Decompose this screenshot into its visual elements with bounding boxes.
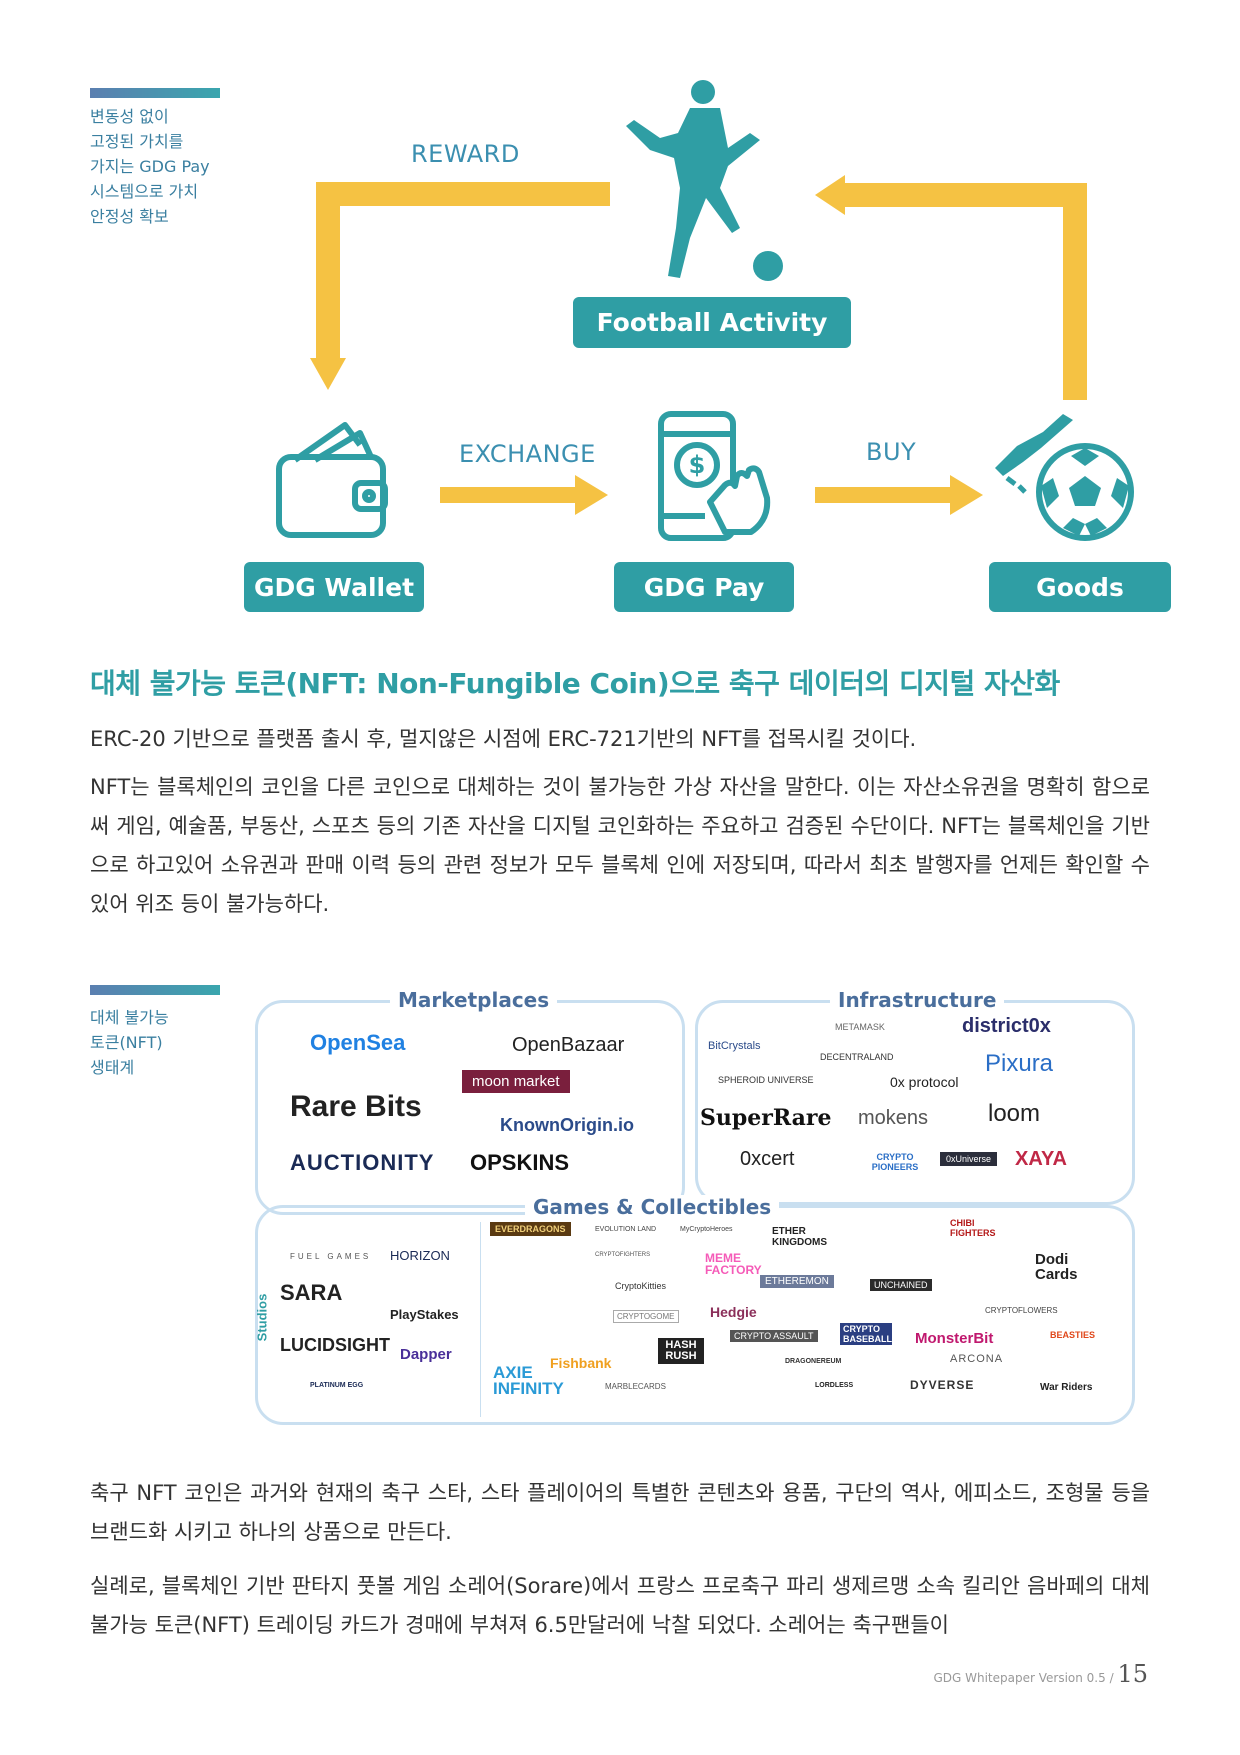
logo-pixura: Pixura (985, 1050, 1054, 1077)
logo-opskins: OPSKINS (470, 1150, 570, 1175)
soccer-goods-icon (995, 414, 1134, 541)
logo-xaya: XAYA (1015, 1148, 1067, 1170)
logo-chibi-fighters: CHIBI FIGHTERS (950, 1218, 996, 1238)
exchange-arrow (440, 475, 608, 515)
logo-hedgie: Hedgie (710, 1304, 757, 1320)
games-box (255, 1205, 1135, 1425)
logo-district0x: district0x (962, 1015, 1051, 1037)
paragraph-erc: ERC-20 기반으로 플랫폼 출시 후, 멀지않은 시점에 ERC-721기반… (90, 727, 917, 751)
logo-war-riders: War Riders (1040, 1382, 1093, 1393)
side-note-line: 생태계 (90, 1058, 135, 1077)
page-number: 15 (1117, 1660, 1148, 1688)
svg-text:$: $ (689, 451, 706, 479)
side-note-line: 시스템으로 가치 (90, 182, 199, 201)
logo-beasties: BEASTIES (1050, 1330, 1096, 1340)
wallet-icon (276, 422, 388, 538)
studios-label: Studios (254, 1293, 270, 1342)
side-note-stability: 변동성 없이 고정된 가치를 가지는 GDG Pay 시스템으로 가치 안정성 … (90, 104, 230, 229)
logo-evolution-land: EVOLUTION LAND (595, 1226, 657, 1233)
section-heading: 대체 불가능 토큰(NFT: Non-Fungible Coin)으로 축구 데… (90, 667, 1060, 700)
reward-arrow (310, 182, 610, 390)
logo-openbazaar: OpenBazaar (512, 1034, 625, 1056)
mobile-pay-icon: $ (658, 411, 771, 541)
logo-unchained: UNCHAINED (870, 1279, 932, 1291)
logo-crypto-pioneers: CRYPTO PIONEERS (871, 1152, 919, 1172)
logo-rare-bits: Rare Bits (290, 1090, 422, 1123)
games-title: Games & Collectibles (525, 1195, 780, 1219)
logo-0xuniverse: 0xUniverse (940, 1152, 998, 1166)
gdg-pay-badge: GDG Pay (614, 562, 794, 612)
logo-everdragons: EVERDRAGONS (490, 1222, 571, 1236)
return-arrow (815, 175, 1087, 400)
logo-hash-rush: HASH RUSH (658, 1338, 704, 1364)
logo-fishbank: Fishbank (550, 1355, 612, 1371)
side-note-line: 변동성 없이 (90, 107, 169, 126)
logo-horizon: HORIZON (390, 1248, 450, 1263)
logo-marblecards: MARBLECARDS (605, 1382, 666, 1391)
logo-cryptoflowers: CRYPTOFLOWERS (985, 1306, 1058, 1315)
logo-moon-market: moon market (462, 1070, 570, 1093)
infrastructure-title: Infrastructure (830, 988, 1005, 1012)
logo-metamask: METAMASK (835, 1022, 885, 1032)
accent-bar-top (90, 88, 220, 98)
logo-spheroid: SPHEROID UNIVERSE (718, 1075, 814, 1085)
studios-divider (480, 1222, 481, 1417)
buy-label: BUY (866, 438, 917, 466)
logo-platinum-egg: PLATINUM EGG (310, 1382, 364, 1389)
reward-label: REWARD (411, 140, 520, 168)
logo-dyverse: DYVERSE (910, 1378, 975, 1392)
logo-superrare: SuperRare (700, 1105, 832, 1131)
logo-crypto-assault: CRYPTO ASSAULT (730, 1330, 818, 1342)
side-note-line: 가지는 GDG Pay (90, 157, 210, 176)
logo-dodi-cards: Dodi Cards (1035, 1251, 1078, 1283)
logo-etheremon: ETHEREMON (760, 1275, 834, 1288)
paragraph-sorare: 실례로, 블록체인 기반 판타지 풋볼 게임 소레어(Sorare)에서 프랑스… (90, 1574, 1150, 1637)
gdg-wallet-badge: GDG Wallet (244, 562, 424, 612)
logo-lucidsight: LUCIDSIGHT (280, 1335, 390, 1355)
logo-crypto-baseball: CRYPTO BASEBALL (840, 1323, 892, 1345)
logo-meme-factory: MEME FACTORY (705, 1251, 762, 1277)
logo-0xcert: 0xcert (740, 1148, 795, 1170)
logo-arcona: ARCONA (950, 1353, 1004, 1365)
logo-axie-infinity: AXIE INFINITY (493, 1363, 564, 1398)
paragraph-nft-definition: NFT는 블록체인의 코인을 다른 코인으로 대체하는 것이 불가능한 가상 자… (90, 775, 1150, 916)
logo-monsterbit: MonsterBit (915, 1330, 994, 1347)
logo-auctionity: AUCTIONITY (290, 1150, 435, 1175)
logo-decentraland: DECENTRALAND (820, 1052, 894, 1062)
logo-0x-protocol: 0x protocol (890, 1074, 959, 1090)
page-footer: GDG Whitepaper Version 0.5 / 15 (933, 1660, 1148, 1688)
goods-badge: Goods (989, 562, 1171, 612)
logo-dragonereum: DRAGONEREUM (785, 1358, 842, 1365)
infrastructure-box (695, 1000, 1135, 1205)
football-activity-badge: Football Activity (573, 297, 851, 348)
paragraph-football-nft: 축구 NFT 코인은 과거와 현재의 축구 스타, 스타 플레이어의 특별한 콘… (90, 1481, 1150, 1544)
nft-ecosystem-map: Marketplaces OpenSea OpenBazaar moon mar… (250, 988, 1150, 1430)
logo-ether-kingdoms: ETHER KINGDOMS (772, 1226, 827, 1248)
side-note-line: 대체 불가능 (90, 1008, 169, 1027)
logo-knownorigin: KnownOrigin.io (500, 1115, 634, 1135)
logo-mycryptoheroes: MyCryptoHeroes (680, 1226, 733, 1233)
logo-cryptogome: CRYPTOGOME (613, 1310, 679, 1323)
logo-lordless: LORDLESS (815, 1382, 854, 1389)
logo-sara: SARA (280, 1280, 343, 1305)
exchange-label: EXCHANGE (459, 440, 596, 468)
football-player-icon (626, 80, 783, 281)
logo-fuel-games: FUEL GAMES (290, 1252, 372, 1261)
buy-arrow (815, 475, 983, 515)
footer-text: GDG Whitepaper Version 0.5 / (933, 1671, 1114, 1685)
logo-cryptofighters: CRYPTOFIGHTERS (595, 1252, 651, 1258)
logo-cryptokitties: CryptoKitties (615, 1281, 667, 1291)
logo-loom: loom (988, 1100, 1041, 1127)
side-note-ecosystem: 대체 불가능 토큰(NFT) 생태계 (90, 1005, 230, 1080)
logo-mokens: mokens (858, 1107, 929, 1129)
marketplaces-title: Marketplaces (390, 988, 558, 1012)
accent-bar-eco (90, 985, 220, 995)
logo-playstakes: PlayStakes (390, 1307, 459, 1322)
logo-dapper: Dapper (400, 1346, 452, 1363)
logo-opensea: OpenSea (310, 1030, 406, 1055)
side-note-line: 고정된 가치를 (90, 132, 184, 151)
logo-bitcrystals: BitCrystals (708, 1040, 761, 1052)
side-note-line: 토큰(NFT) (90, 1033, 163, 1052)
side-note-line: 안정성 확보 (90, 207, 169, 226)
